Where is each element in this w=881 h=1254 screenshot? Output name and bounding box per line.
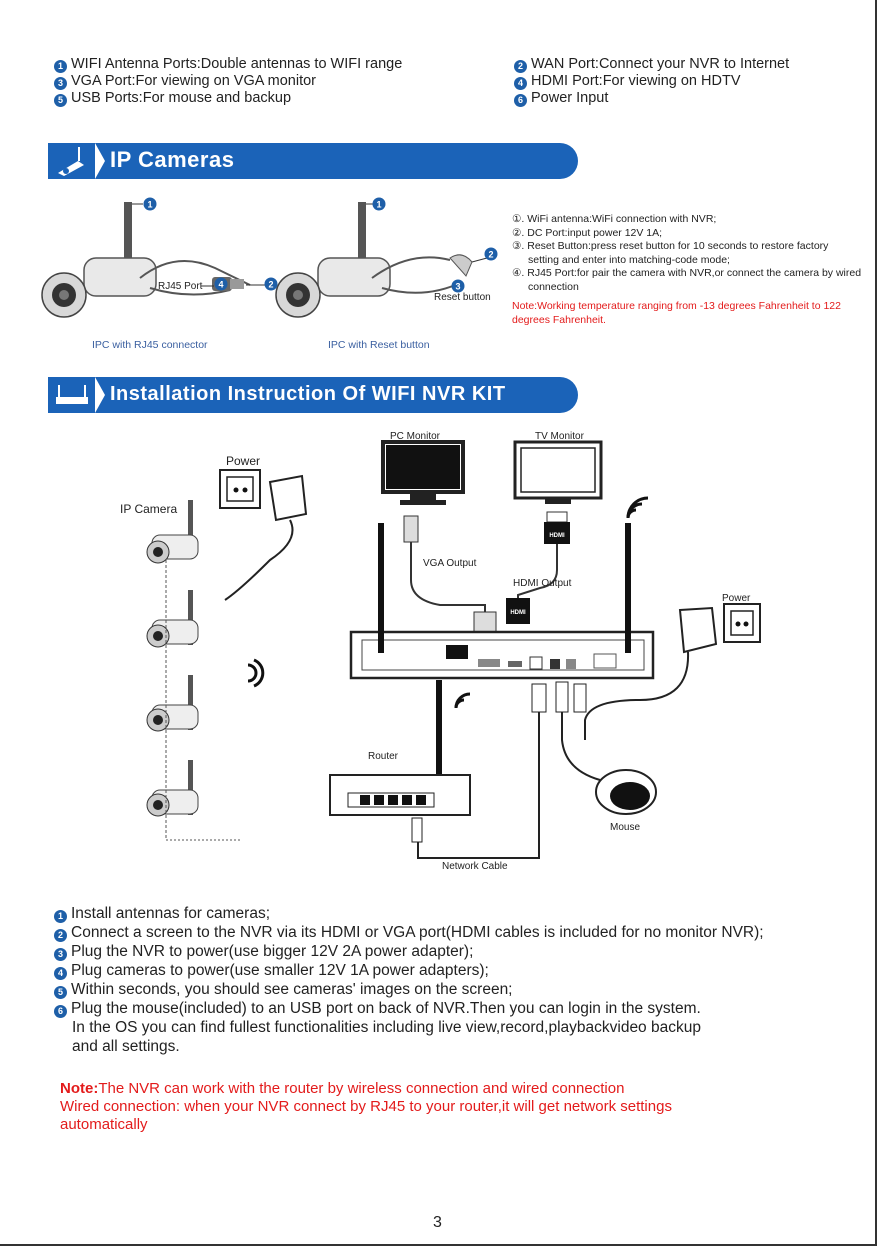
callout-item: ③. Reset Button:press reset button for 1…: [512, 240, 829, 266]
camera-banner-icon: [48, 143, 96, 179]
step-item: 3 Plug the NVR to power(use bigger 12V 2A…: [54, 942, 874, 961]
note-line: Wired connection: when your NVR connect …: [60, 1098, 672, 1115]
installation-banner: Installation Instruction Of WIFI NVR KIT: [48, 377, 578, 413]
step-text: Install antennas for cameras;: [71, 905, 271, 922]
port-item: 6 Power Input: [514, 90, 789, 107]
callout-item: ①. WiFi antenna:WiFi connection with NVR…: [512, 213, 717, 225]
section-title: Installation Instruction Of WIFI NVR KIT: [110, 383, 506, 405]
port-text: USB Ports:For mouse and backup: [71, 90, 292, 106]
step-item: 1 Install antennas for cameras;: [54, 904, 874, 923]
number-badge: 2: [54, 929, 67, 942]
caption-reset: IPC with Reset button: [328, 339, 430, 351]
temperature-note: Note:Working temperature ranging from -1…: [512, 300, 841, 326]
installation-steps: 1 Install antennas for cameras; 2 Connect …: [54, 904, 874, 1056]
note-line: automatically: [60, 1116, 148, 1133]
number-badge: 3: [54, 77, 67, 90]
number-badge: 4: [54, 967, 67, 980]
page-number: 3: [433, 1214, 442, 1231]
port-item: 1 WIFI Antenna Ports:Double antennas to W…: [54, 56, 402, 73]
number-badge: 3: [54, 948, 67, 961]
port-text: WAN Port:Connect your NVR to Internet: [531, 56, 790, 72]
callout-item: ④. RJ45 Port:for pair the camera with NV…: [512, 267, 862, 293]
nvr-banner-icon: [48, 377, 96, 413]
port-item: 5 USB Ports:For mouse and backup: [54, 90, 402, 107]
step-text: Plug the NVR to power(use bigger 12V 2A …: [71, 943, 474, 960]
number-badge: 5: [54, 986, 67, 999]
port-text: VGA Port:For viewing on VGA monitor: [71, 73, 316, 89]
banner-chevron: [95, 143, 105, 179]
port-item: 3 VGA Port:For viewing on VGA monitor: [54, 73, 402, 90]
step-continuation: and all settings.: [72, 1038, 180, 1055]
banner-bar: [48, 143, 578, 179]
banner-bar: [48, 377, 578, 413]
step-item: 2 Connect a screen to the NVR via its HDM…: [54, 923, 874, 942]
note-label: Note:: [60, 1080, 99, 1097]
router-note: Note:The NVR can work with the router by…: [60, 1080, 840, 1134]
caption-rj45: IPC with RJ45 connector: [92, 339, 208, 351]
port-item: 4 HDMI Port:For viewing on HDTV: [514, 73, 789, 90]
step-item: 5 Within seconds, you should see cameras'…: [54, 980, 874, 999]
port-text: WIFI Antenna Ports:Double antennas to WI…: [71, 56, 403, 72]
step-text: Connect a screen to the NVR via its HDMI…: [71, 924, 764, 941]
step-item: 4 Plug cameras to power(use smaller 12V 1…: [54, 961, 874, 980]
number-badge: 6: [54, 1005, 67, 1018]
port-text: Power Input: [531, 90, 609, 106]
port-list-left: 1 WIFI Antenna Ports:Double antennas to W…: [54, 56, 402, 107]
number-badge: 1: [54, 60, 67, 73]
step-item: 6 Plug the mouse(included) to an USB port…: [54, 999, 874, 1018]
step-continuation: In the OS you can find fullest functiona…: [72, 1019, 701, 1036]
port-item: 2 WAN Port:Connect your NVR to Internet: [514, 56, 789, 73]
port-list-right: 2 WAN Port:Connect your NVR to Internet 4…: [514, 56, 789, 107]
section-title: IP Cameras: [110, 147, 235, 172]
step-text: Plug cameras to power(use smaller 12V 1A…: [71, 962, 489, 979]
number-badge: 6: [514, 94, 527, 107]
ip-camera-callouts: ①. WiFi antenna:WiFi connection with NVR…: [512, 213, 862, 327]
number-badge: 4: [514, 77, 527, 90]
port-text: HDMI Port:For viewing on HDTV: [531, 73, 741, 89]
note-text: The NVR can work with the router by wire…: [98, 1080, 625, 1097]
callout-item: ②. DC Port:input power 12V 1A;: [512, 226, 663, 239]
number-badge: 2: [514, 60, 527, 73]
number-badge: 5: [54, 94, 67, 107]
step-text: Within seconds, you should see cameras' …: [71, 981, 513, 998]
ip-cameras-banner: IP Cameras: [48, 143, 578, 179]
note-line: Note:The NVR can work with the router by…: [60, 1080, 840, 1098]
banner-chevron: [95, 377, 105, 413]
number-badge: 1: [54, 910, 67, 923]
step-text: Plug the mouse(included) to an USB port …: [71, 1000, 701, 1017]
